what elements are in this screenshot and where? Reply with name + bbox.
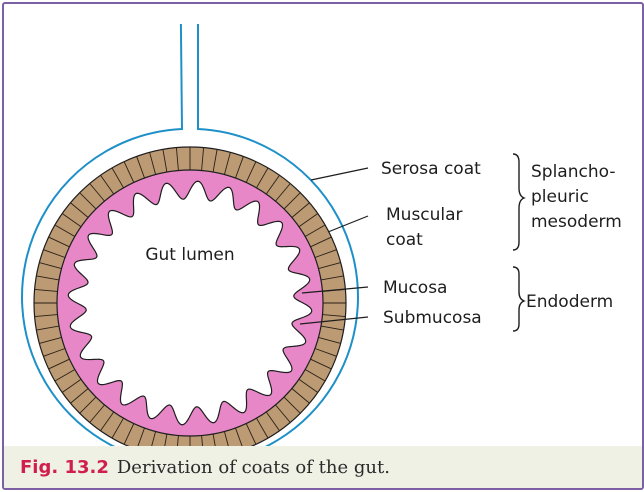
- splanchnopleuric-label-line2: pleuric: [531, 187, 589, 207]
- mucosa-label: Mucosa: [383, 278, 447, 298]
- figure-caption: Fig. 13.2 Derivation of coats of the gut…: [4, 446, 642, 488]
- gut-lumen-label: Gut lumen: [145, 245, 234, 265]
- splanchnopleuric-label-line1: Splancho-: [531, 162, 615, 182]
- muscular-coat-label-line2: coat: [386, 230, 423, 250]
- muscular-coat-label-line1: Muscular: [386, 205, 463, 225]
- figure-number: Fig. 13.2: [20, 457, 109, 478]
- mesoderm-brace: [513, 154, 524, 250]
- caption-text: Derivation of coats of the gut.: [117, 457, 390, 478]
- endoderm-brace: [513, 267, 524, 331]
- splanchnopleuric-label-line3: mesoderm: [531, 212, 622, 232]
- submucosa-label: Submucosa: [383, 308, 482, 328]
- endoderm-label: Endoderm: [526, 292, 613, 312]
- muscular-leader-line: [328, 216, 368, 232]
- gut-coats-diagram: Gut lumen Serosa coat Muscular coat Muco…: [4, 4, 642, 448]
- serosa-coat-label: Serosa coat: [381, 159, 481, 179]
- serosa-leader-line: [311, 168, 368, 180]
